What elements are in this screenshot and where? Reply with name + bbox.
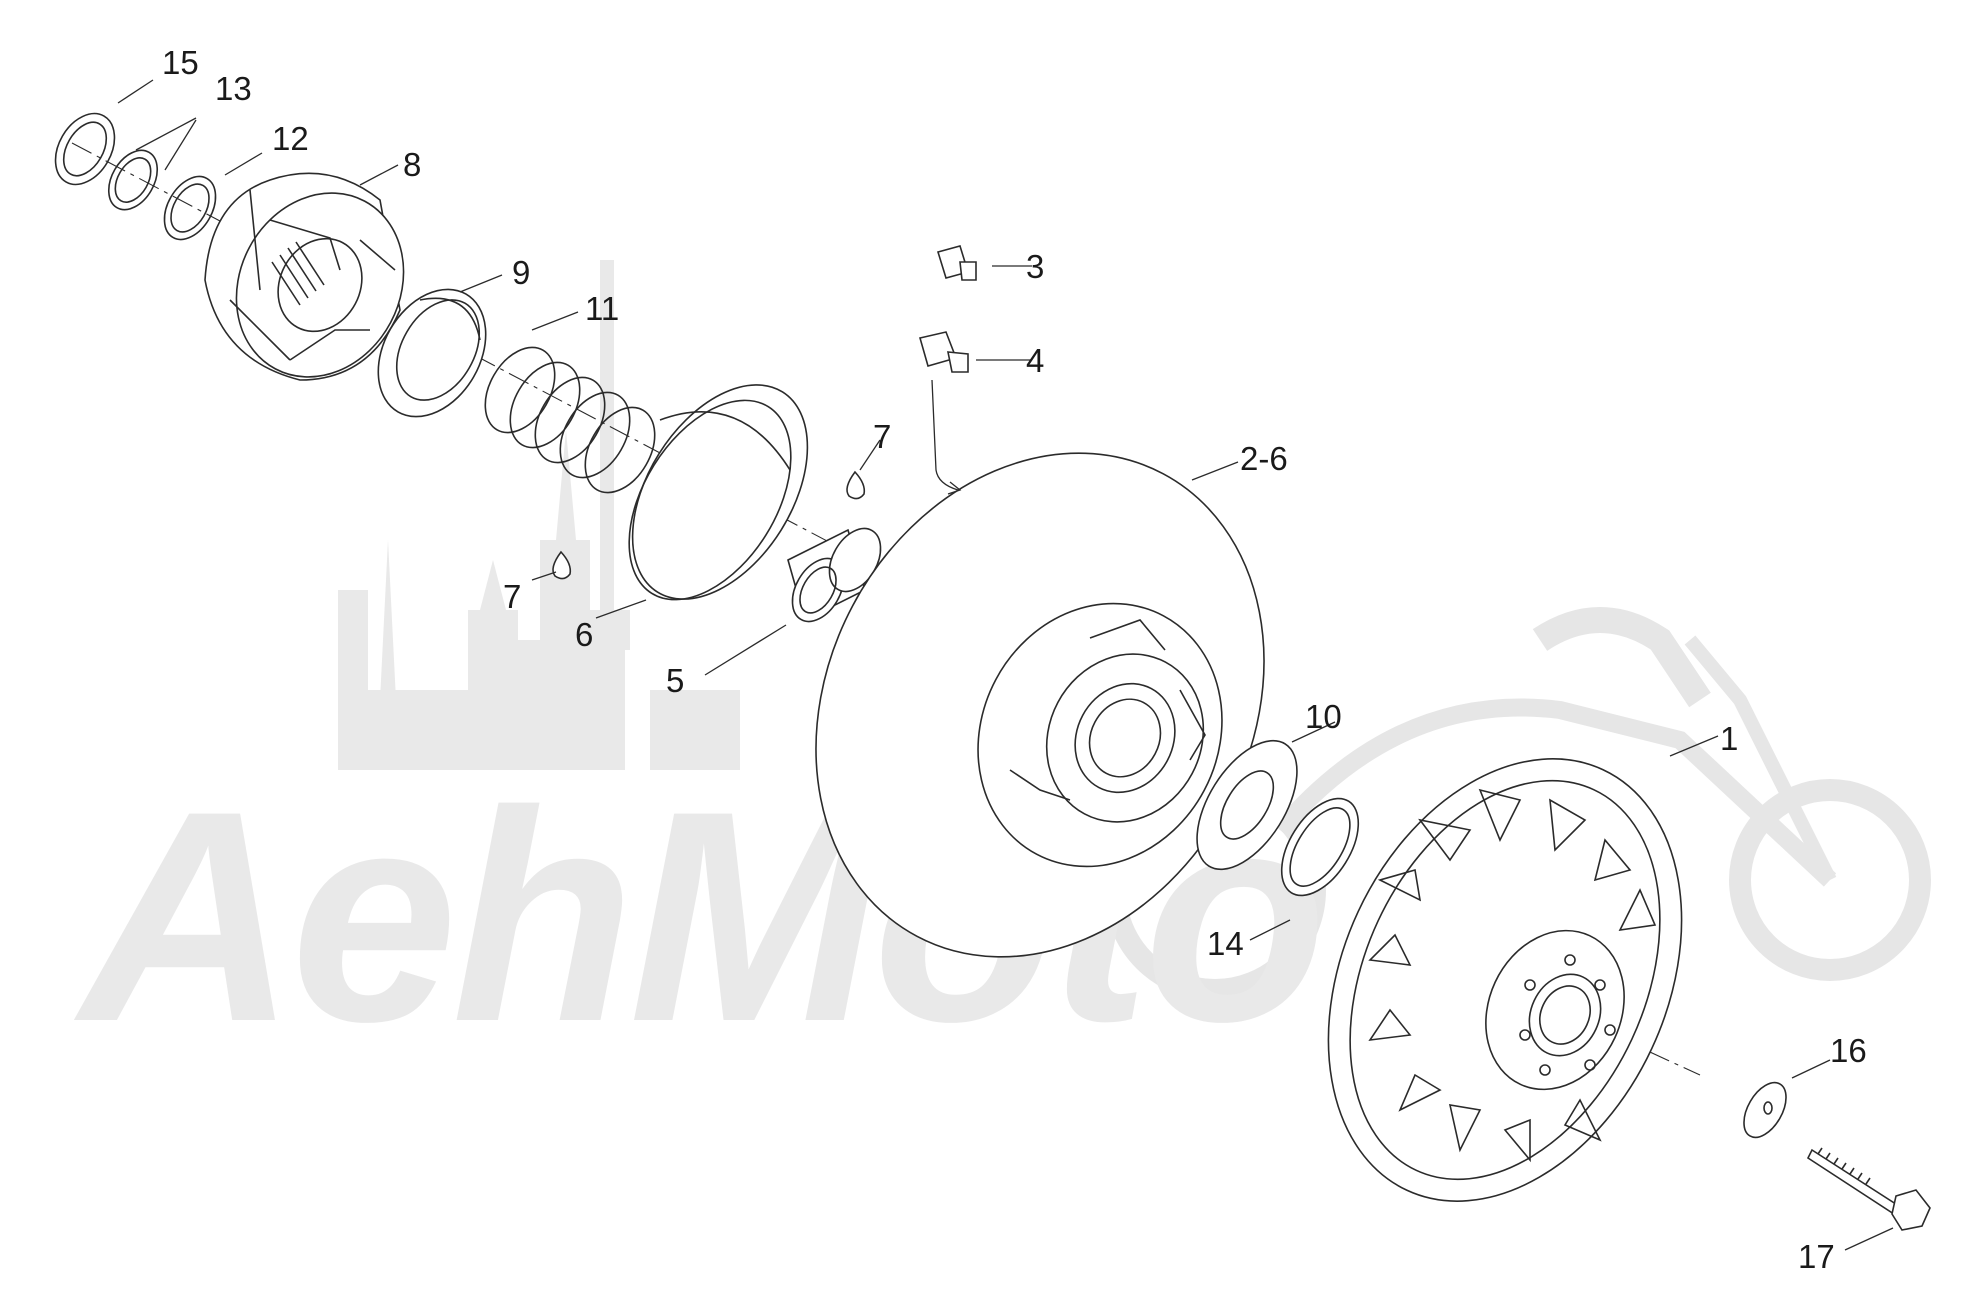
part-15-snap-ring bbox=[54, 112, 116, 186]
callout-15: 15 bbox=[162, 44, 199, 81]
callout-10: 10 bbox=[1305, 698, 1342, 735]
callout-13: 13 bbox=[215, 70, 252, 107]
callout-labels: 15 13 12 8 9 11 7 7 6 5 3 4 2-6 10 14 1 … bbox=[162, 44, 1867, 1275]
part-4-button bbox=[918, 331, 969, 373]
leader-2-6 bbox=[1191, 461, 1239, 481]
leader-4-arrow bbox=[931, 379, 959, 491]
leader-7b bbox=[531, 571, 557, 581]
part-7-grease-drop-a bbox=[846, 470, 866, 500]
callout-11: 11 bbox=[585, 290, 619, 327]
leader-14 bbox=[1249, 919, 1291, 941]
part-5-bushing bbox=[787, 527, 882, 623]
part-1-fixed-sheave bbox=[1327, 758, 1683, 1202]
leader-16 bbox=[1791, 1059, 1831, 1079]
leader-17 bbox=[1844, 1227, 1894, 1251]
callout-4: 4 bbox=[1026, 342, 1044, 379]
leader-1 bbox=[1669, 735, 1719, 757]
part-3-button bbox=[936, 245, 977, 281]
leader-15 bbox=[117, 79, 154, 104]
callout-3: 3 bbox=[1026, 248, 1044, 285]
callout-8: 8 bbox=[403, 146, 421, 183]
leader-11 bbox=[531, 311, 579, 331]
leader-8 bbox=[359, 164, 399, 186]
callout-12: 12 bbox=[272, 120, 309, 157]
part-17-bolt bbox=[1806, 1147, 1931, 1231]
callout-2-6: 2-6 bbox=[1240, 440, 1288, 477]
watermark-skyline bbox=[338, 260, 740, 770]
part-13-washer bbox=[107, 149, 159, 211]
part-9-bushing bbox=[377, 288, 487, 418]
part-10-washer bbox=[1196, 739, 1298, 871]
leader-10 bbox=[1291, 721, 1336, 743]
part-12-ring bbox=[163, 175, 217, 241]
callout-5: 5 bbox=[666, 662, 684, 699]
sheave-vanes bbox=[1368, 788, 1657, 1163]
callout-16: 16 bbox=[1830, 1032, 1867, 1069]
leader-13a bbox=[135, 117, 197, 151]
part-8-cam-housing bbox=[204, 172, 405, 381]
leader-5 bbox=[704, 624, 787, 676]
callout-9: 9 bbox=[512, 254, 530, 291]
part-14-washer bbox=[1280, 797, 1360, 897]
hub-bolt-holes bbox=[1519, 954, 1616, 1076]
leader-4-arrowhead bbox=[947, 481, 962, 495]
leader-7a bbox=[859, 439, 881, 471]
callout-7-lower: 7 bbox=[503, 578, 521, 615]
part-7-grease-drop-b bbox=[552, 550, 572, 580]
callout-7-upper: 7 bbox=[873, 418, 891, 455]
leader-lines bbox=[117, 79, 1894, 1251]
part-11-spring bbox=[484, 346, 656, 494]
leader-6 bbox=[595, 599, 647, 619]
callout-6: 6 bbox=[575, 616, 593, 653]
part-2-6-movable-sheave bbox=[815, 452, 1265, 958]
part-6-cover-ring bbox=[628, 384, 809, 601]
leader-12 bbox=[224, 152, 263, 176]
part-16-washer bbox=[1743, 1081, 1787, 1139]
leader-13b bbox=[164, 119, 197, 171]
leader-9 bbox=[459, 274, 503, 293]
callout-1: 1 bbox=[1720, 720, 1738, 757]
callout-17: 17 bbox=[1798, 1238, 1835, 1275]
callout-14: 14 bbox=[1207, 925, 1244, 962]
